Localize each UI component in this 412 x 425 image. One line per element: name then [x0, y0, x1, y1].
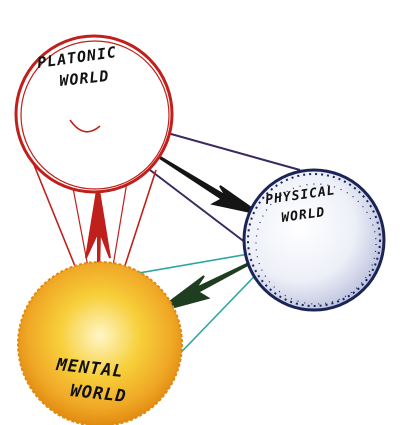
mental-world: MENTAL WORLD — [17, 261, 183, 425]
cone-lower-edge — [149, 169, 251, 247]
physical-world-sphere — [244, 170, 384, 310]
cone-upper-edge — [145, 126, 301, 171]
physical-world: PHYSICAL WORLD — [242, 168, 386, 312]
physical-world-label-line2: WORLD — [280, 205, 326, 226]
platonic-world-label-line2: WORLD — [59, 67, 111, 90]
platonic-world: PLATONIC WORLD — [14, 34, 174, 194]
platonic-shading-arc — [69, 119, 101, 133]
mental-world-sphere — [18, 262, 182, 425]
platonic-world-sphere — [14, 34, 174, 194]
